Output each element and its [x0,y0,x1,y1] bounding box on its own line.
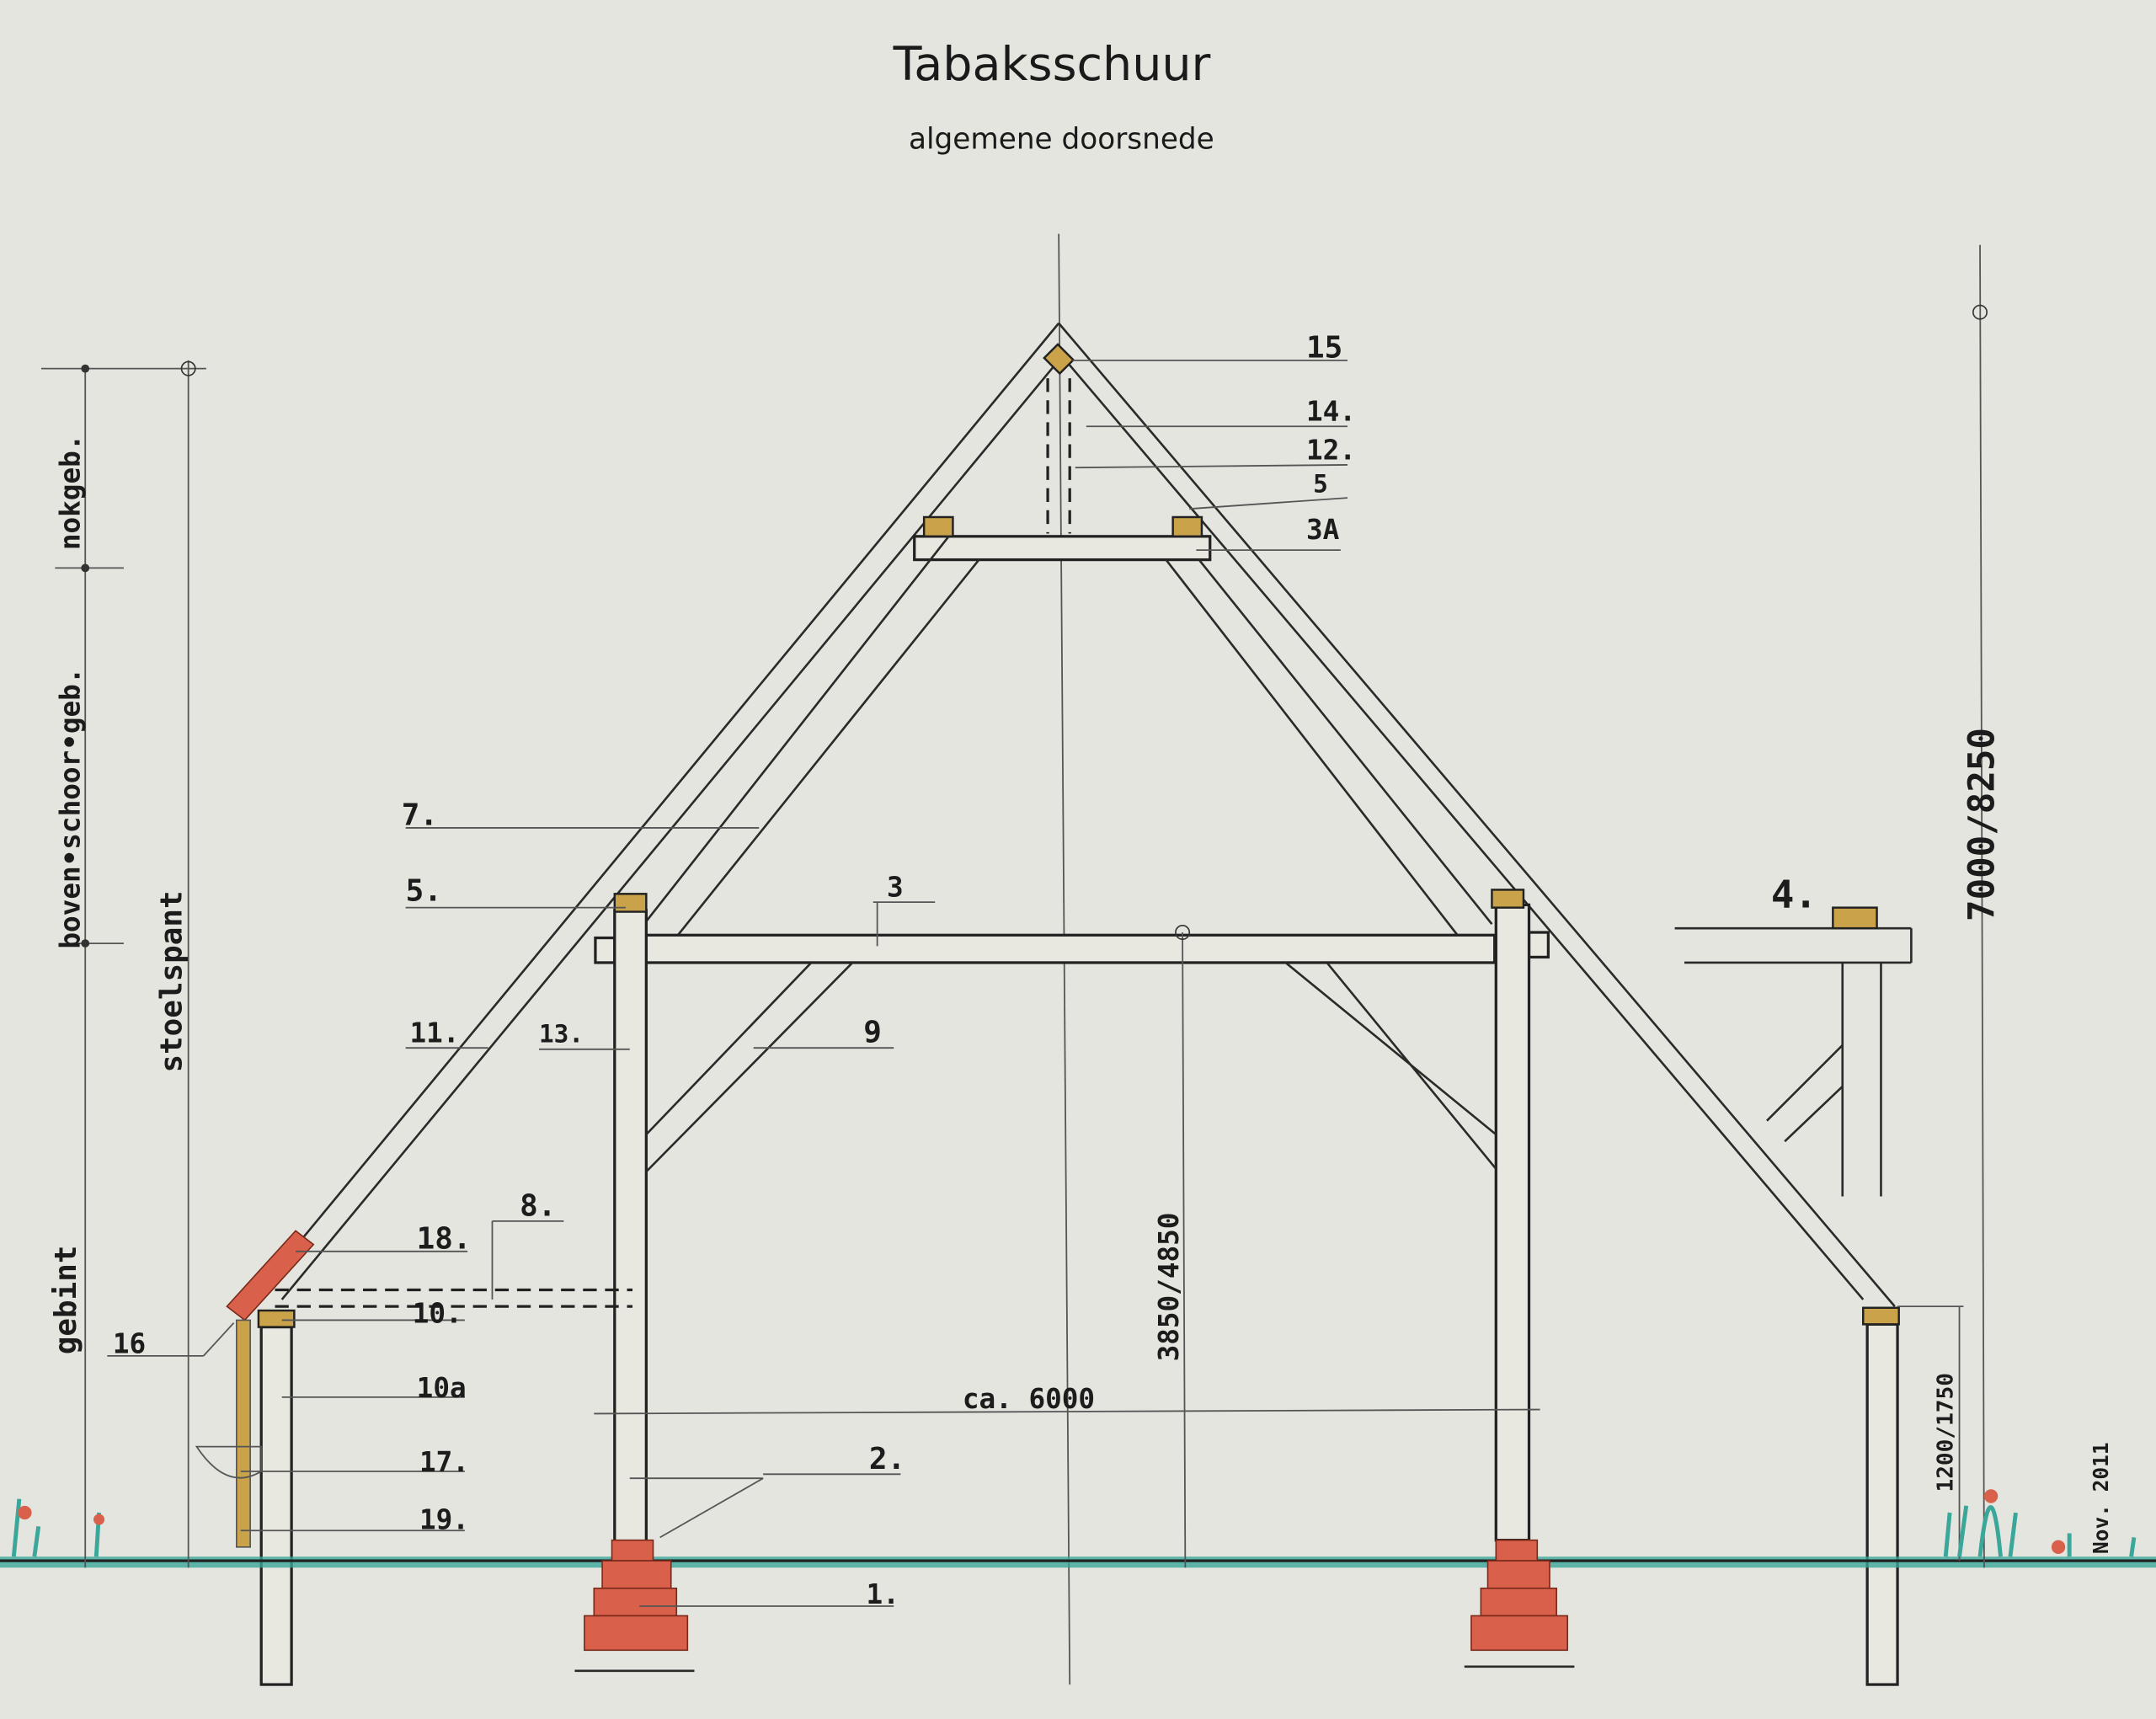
loft-floor-dashed [275,1288,633,1308]
label-17: 17. [419,1446,469,1478]
detail-4-wall-plate [1674,906,1913,1197]
collar-beam [913,535,1212,562]
outer-plate-right [1862,1306,1900,1326]
knee-braces [645,961,1497,1173]
roof-tiles-eave [195,1230,315,1548]
label-12: 12. [1306,434,1356,466]
label-8: 8. [520,1188,556,1223]
dim-total-height: 7000/8250 [1961,728,2003,921]
label-18: 18. [417,1222,472,1257]
label-5: 5. [406,873,442,908]
flower-decoration [18,1489,2066,1554]
wall-plate-left [613,893,648,913]
outer-wall-post-right [1865,1322,1899,1686]
dim-span: ca. 6000 [963,1383,1095,1415]
label-10: 10. [413,1298,462,1330]
inner-rafters [645,536,1493,937]
outer-wall-post-left [259,1325,293,1686]
dim-stoelspant: stoelspant [155,890,189,1072]
outer-plate-left [257,1309,296,1328]
label-1: 1. [867,1578,899,1610]
ridge-block [1043,343,1075,376]
dimension-lines [40,244,1988,1568]
label-2: 2. [869,1442,905,1476]
dim-bovenschoor-gebint: boven•schoor•geb. [55,668,87,949]
label-15: 15 [1306,331,1342,366]
label-4: 4. [1771,873,1817,917]
drawing-date: Nov. 2011 [2089,1442,2113,1554]
label-3a: 3A [1306,514,1340,546]
label-7: 7. [402,798,438,833]
purlin-right [1171,515,1203,538]
dim-wall-height: 1200/1750 [1933,1373,1958,1492]
beam-end-right [1527,931,1550,959]
label-leaders [107,359,1348,1607]
label-14: 14. [1306,396,1356,428]
wall-plate-right [1491,889,1525,909]
purlin-left [922,515,954,538]
drawing-subtitle: algemene doorsnede [909,122,1214,156]
label-9: 9 [863,1016,882,1050]
drawing-title: Tabaksschuur [893,37,1211,92]
label-19: 19. [419,1504,469,1536]
tie-beam [644,933,1497,964]
label-16: 16 [113,1328,146,1360]
label-5-top: 5 [1313,470,1328,499]
label-11: 11. [410,1017,460,1049]
post-right [1494,903,1531,1542]
beam-end-left [594,936,616,964]
label-10a: 10a [417,1372,467,1404]
label-13: 13. [539,1020,584,1049]
label-3: 3 [887,872,904,904]
king-post-dashed [1046,378,1071,534]
dim-gebint: gebint [49,1246,83,1355]
foundation-left [574,1539,695,1673]
dim-nokgebint: nokgeb. [55,435,87,551]
post-left [613,909,648,1545]
dim-post-height: 3850/4850 [1153,1213,1185,1362]
foundation-right [1464,1539,1575,1668]
